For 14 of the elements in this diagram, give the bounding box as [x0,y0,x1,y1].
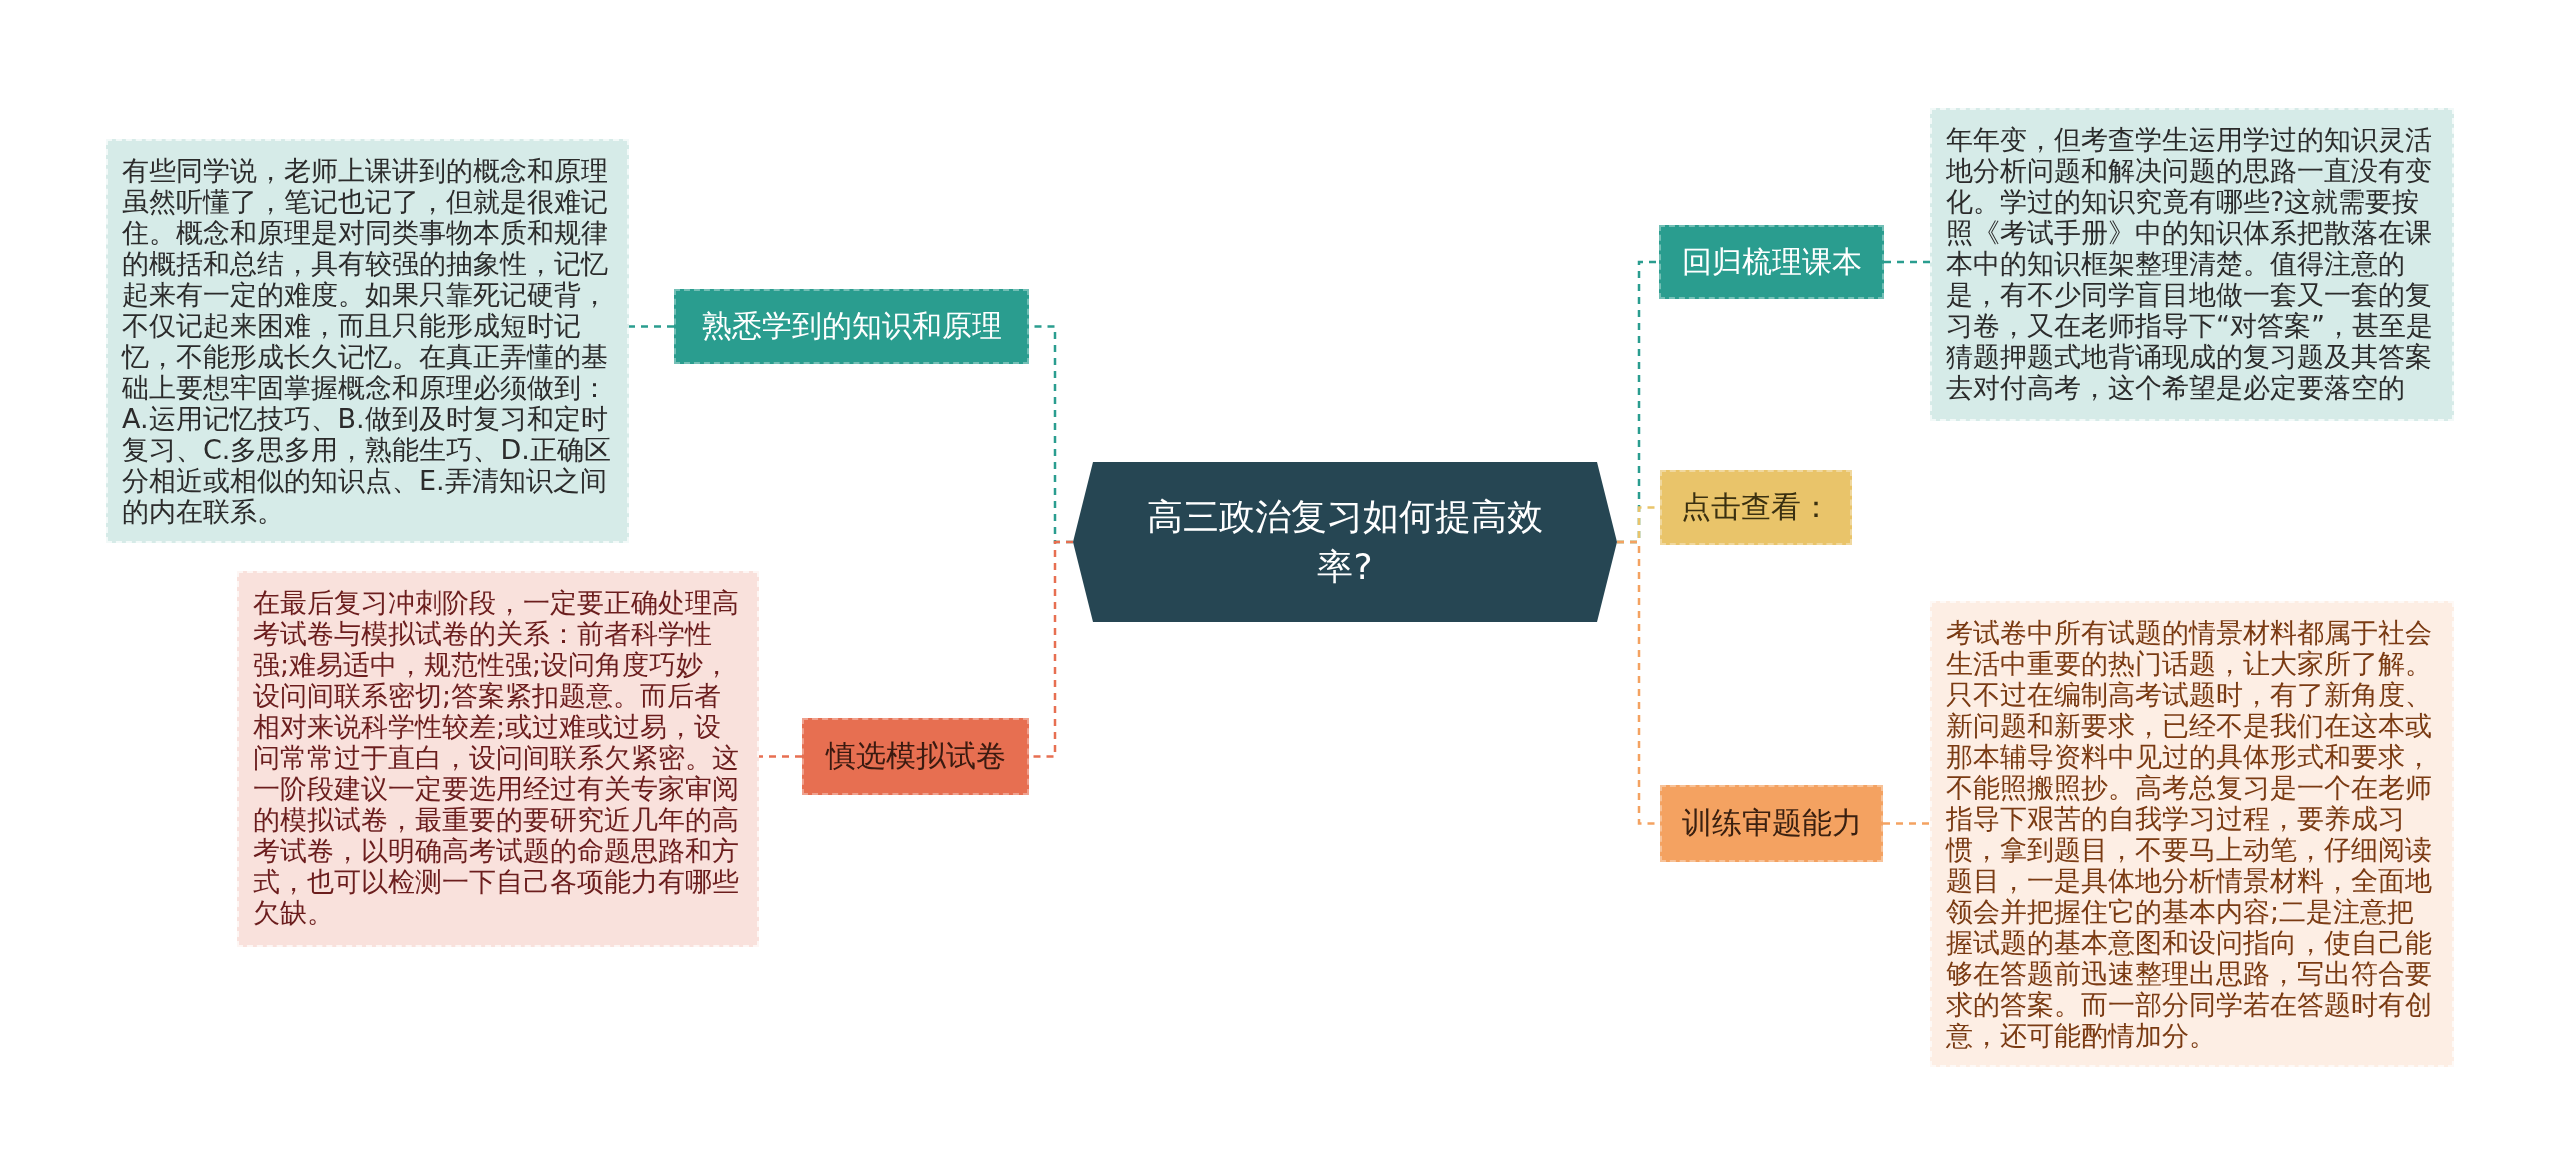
topic-box: 熟悉学到的知识和原理 [674,289,1029,364]
connector-line [629,325,674,328]
note-box: 有些同学说，老师上课讲到的概念和原理虽然听懂了，笔记也记了，但就是很难记住。概念和原理是对同类事物本质和规律的概括和总结，具有较强的抽象性，记忆起来有一定的难度。如果只靠死记硬背，不仅记起来困难，而且只能形成短时记忆，不能形成长久记忆。在真正弄懂的基础上要想牢固掌握概念和原理必须做到：A.运用记忆技巧、B.做到及时复习和定时复习、C.多思多用，熟能生巧、D.正确区分相近或相似的知识点、E.弄清知识之间的内在联系。 [106,139,629,543]
central-topic-hexagon: 高三政治复习如何提高效率? [1073,462,1617,622]
topic-box: 训练审题能力 [1660,785,1883,862]
topic-box: 慎选模拟试卷 [802,718,1029,795]
connector-line [1883,822,1930,825]
connector-line [759,755,802,758]
note-box: 考试卷中所有试题的情景材料都属于社会生活中重要的热门话题，让大家所了解。只不过在编制高考试题时，有了新角度、新问题和新要求，已经不是我们在这本或那本辅导资料中见过的具体形式和要求，不能照搬照抄。高考总复习是一个在老师指导下艰苦的自我学习过程，要养成习惯，拿到题目，不要马上动笔，仔细阅读题目，一是具体地分析情景材料，全面地领会并把握住它的基本内容;二是注意把握试题的基本意图和设问指向，使自己能够在答题前迅速整理出思路，写出符合要求的答案。而一部分同学若在答题时有创意，还可能酌情加分。 [1930,601,2454,1067]
topic-box: 点击查看： [1660,470,1852,545]
note-box: 年年变，但考查学生运用学过的知识灵活地分析问题和解决问题的思路一直没有变化。学过的知识究竟有哪些?这就需要按照《考试手册》中的知识体系把散落在课本中的知识框架整理清楚。值得注意的是，有不少同学盲目地做一套又一套的复习卷，又在老师指导下“对答案”，甚至是猜题押题式地背诵现成的复习题及其答案去对付高考，这个希望是必定要落空的 [1930,108,2454,421]
note-box: 在最后复习冲刺阶段，一定要正确处理高考试卷与模拟试卷的关系：前者科学性强;难易适中，规范性强;设问角度巧妙，设问间联系密切;答案紧扣题意。而后者相对来说科学性较差;或过难或过易，设问常常过于直白，设问间联系欠紧密。这一阶段建议一定要选用经过有关专家审阅的模拟试卷，最重要的要研究近几年的高考试卷，以明确高考试题的命题思路和方式，也可以检测一下自己各项能力有哪些欠缺。 [237,571,759,947]
topic-box: 回归梳理课本 [1659,225,1884,299]
connector-line [1884,260,1930,264]
